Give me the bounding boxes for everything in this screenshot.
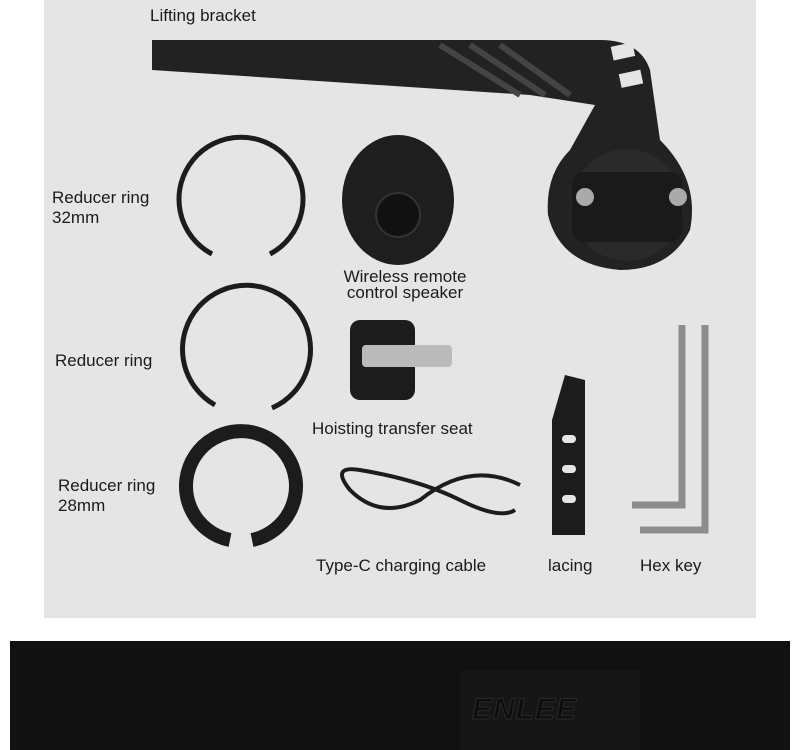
lifting-bracket-image bbox=[152, 40, 692, 270]
product-parts-illustration bbox=[152, 40, 709, 547]
label-reducer-ring: Reducer ring bbox=[55, 351, 153, 370]
type-c-cable-image bbox=[340, 467, 521, 516]
wireless-remote-image bbox=[342, 135, 454, 265]
label-lifting-bracket: Lifting bracket bbox=[150, 6, 256, 25]
reducer-ring-32mm-image bbox=[176, 134, 306, 257]
label-lacing: lacing bbox=[548, 556, 593, 575]
dark-banner: ENLEE bbox=[10, 641, 790, 750]
brand-logo: ENLEE bbox=[471, 693, 578, 727]
label-hex-key: Hex key bbox=[640, 556, 702, 575]
label-hoisting-seat: Hoisting transfer seat bbox=[312, 419, 473, 438]
label-wireless-remote: Wireless remote control speaker bbox=[325, 267, 485, 302]
reducer-ring-image bbox=[180, 282, 313, 411]
hex-key-image bbox=[632, 325, 709, 534]
product-silhouette bbox=[460, 671, 640, 750]
label-line: 28mm bbox=[58, 496, 106, 515]
label-line: Reducer ring bbox=[52, 188, 150, 207]
label-reducer-ring-28: Reducer ring 28mm bbox=[58, 476, 155, 516]
label-line: 32mm bbox=[52, 208, 100, 227]
label-cable: Type-C charging cable bbox=[316, 556, 487, 575]
reducer-ring-28mm-image bbox=[179, 424, 303, 547]
label-line: control speaker bbox=[346, 283, 464, 302]
label-line: Wireless remote bbox=[343, 267, 467, 286]
lacing-strap-image bbox=[552, 375, 585, 535]
label-reducer-ring-32: Reducer ring 32mm bbox=[52, 188, 149, 228]
label-line: Reducer ring bbox=[58, 476, 156, 495]
hoisting-seat-image bbox=[350, 320, 452, 400]
